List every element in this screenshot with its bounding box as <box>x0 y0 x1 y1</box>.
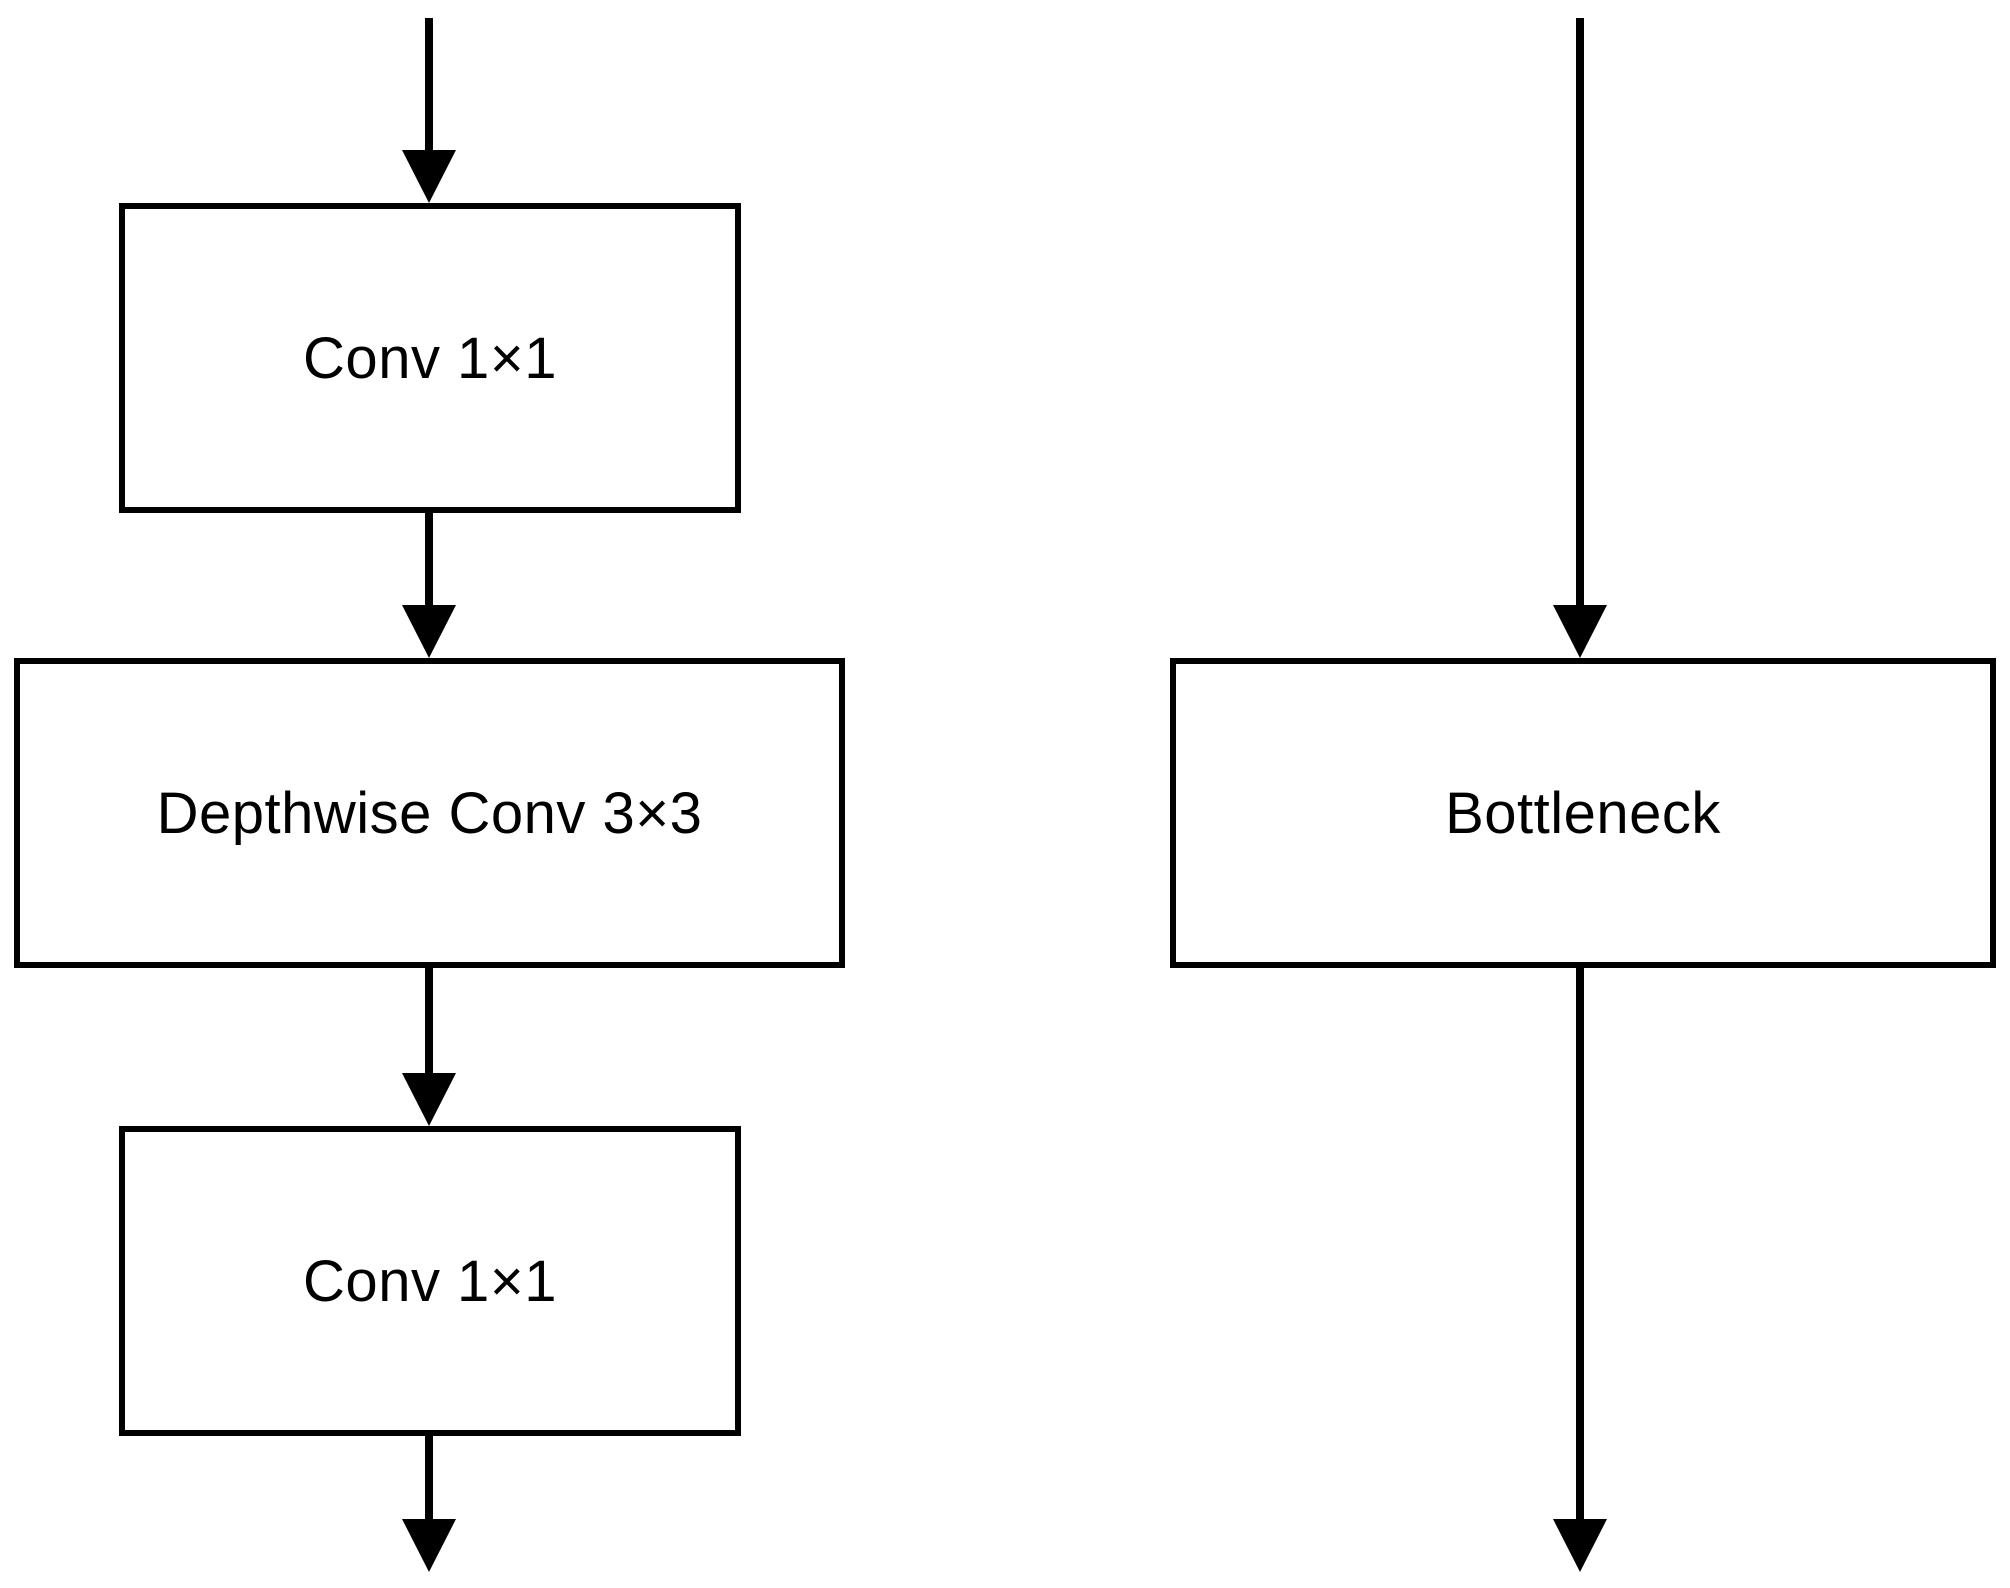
block-bottleneck: Bottleneck <box>1170 658 1996 968</box>
block-bottleneck-label: Bottleneck <box>1445 780 1721 846</box>
arrow-into-conv-top <box>402 18 456 203</box>
arrow-depthwise-to-conv-bottom <box>402 964 456 1126</box>
block-conv-1x1-bottom: Conv 1×1 <box>119 1126 741 1436</box>
arrow-conv-top-to-depthwise <box>402 509 456 658</box>
arrow-out-of-conv-bottom <box>402 1432 456 1572</box>
block-depthwise-conv-3x3-label: Depthwise Conv 3×3 <box>156 780 703 846</box>
arrow-into-bottleneck <box>1553 18 1607 658</box>
block-conv-1x1-top: Conv 1×1 <box>119 203 741 513</box>
arrow-out-of-bottleneck <box>1553 964 1607 1572</box>
block-conv-1x1-top-label: Conv 1×1 <box>303 325 557 391</box>
block-depthwise-conv-3x3: Depthwise Conv 3×3 <box>14 658 845 968</box>
block-conv-1x1-bottom-label: Conv 1×1 <box>303 1248 557 1314</box>
